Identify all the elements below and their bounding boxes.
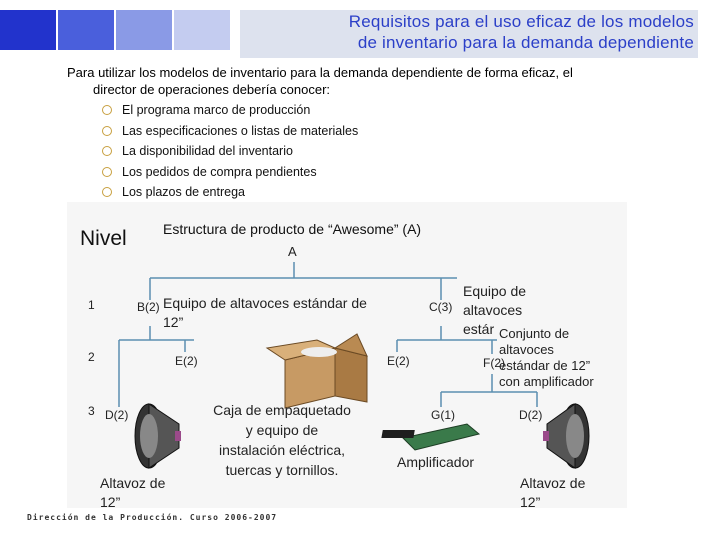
b-description-line: 12” <box>163 314 184 330</box>
bullet-marker-icon <box>102 125 112 136</box>
list-item: Los pedidos de compra pendientes <box>102 162 358 183</box>
header-square-4 <box>174 10 230 50</box>
header-square-2 <box>58 10 114 50</box>
list-item-text: El programa marco de producción <box>122 103 311 117</box>
node-d-left: D(2) <box>105 408 129 422</box>
f-description-line: estándar de 12” <box>499 358 591 373</box>
figure-title: Estructura de producto de “Awesome” (A) <box>163 221 422 237</box>
speaker-right-label-line: Altavoz de <box>520 475 586 491</box>
node-a: A <box>288 244 297 259</box>
f-description-line: con amplificador <box>499 374 594 389</box>
list-item-text: Las especificaciones o listas de materia… <box>122 123 359 138</box>
speaker-left-label: Altavoz de 12” <box>100 474 165 512</box>
title-bar <box>240 10 698 58</box>
tree-lines <box>118 262 590 469</box>
intro-line-2: director de operaciones debería conocer: <box>93 82 331 97</box>
b-description: Equipo de altavoces estándar de 12” <box>163 294 367 332</box>
header-square-3 <box>116 10 172 50</box>
product-structure-figure: Nivel Estructura de producto de “Awesome… <box>67 202 627 510</box>
f-description-line: Conjunto de <box>499 326 570 341</box>
c-description-line: Equipo de <box>463 283 527 299</box>
list-item: Las especificaciones o listas de materia… <box>102 121 358 142</box>
f-description-line: altavoces <box>499 342 554 357</box>
speaker-left-label-line: 12” <box>100 494 121 510</box>
level-1: 1 <box>88 298 95 312</box>
bullet-marker-icon <box>102 166 112 177</box>
node-c: C(3) <box>429 300 453 314</box>
speaker-left-label-line: Altavoz de <box>100 475 166 491</box>
nivel-label: Nivel <box>80 227 127 250</box>
list-item: El programa marco de producción <box>102 100 358 121</box>
list-item-text: Los pedidos de compra pendientes <box>122 164 317 179</box>
node-b: B(2) <box>137 300 160 314</box>
c-description-line: altavoces <box>463 302 523 318</box>
list-item-text: La disponibilidad del inventario <box>122 144 293 158</box>
speaker-right-label-line: 12” <box>520 494 541 510</box>
list-item-text: Los plazos de entrega <box>122 185 246 199</box>
bullet-list: El programa marco de producción Las espe… <box>102 100 358 203</box>
level-2: 2 <box>88 350 95 364</box>
bullet-marker-icon <box>102 187 112 197</box>
intro-line-1: Para utilizar los modelos de inventario … <box>67 65 573 80</box>
c-description-line: estár <box>463 321 495 337</box>
box-description: Caja de empaquetado y equipo de instalac… <box>207 400 357 480</box>
bullet-marker-icon <box>102 105 112 115</box>
box-illustration <box>265 333 368 409</box>
slide-title: Requisitos para el uso eficaz de los mod… <box>349 11 694 53</box>
node-g: G(1) <box>431 408 455 422</box>
intro-text: Para utilizar los modelos de inventario … <box>67 64 667 98</box>
speaker-right-label: Altavoz de 12” <box>520 474 585 512</box>
node-e-left: E(2) <box>175 354 198 368</box>
speaker-left-illustration <box>134 403 181 469</box>
f-description: Conjunto de altavoces estándar de 12” co… <box>499 326 594 390</box>
speaker-right-illustration <box>543 403 590 469</box>
amplifier-illustration <box>381 423 481 451</box>
node-d-right: D(2) <box>519 408 543 422</box>
footer: Dirección de la Producción. Curso 2006-2… <box>27 513 278 522</box>
box-description-line: instalación eléctrica, <box>218 442 346 458</box>
list-item: La disponibilidad del inventario <box>102 141 358 162</box>
title-line-2: de inventario para la demanda dependient… <box>357 33 694 52</box>
box-description-line: Caja de empaquetado <box>213 402 351 418</box>
header-square-1 <box>0 10 56 50</box>
level-3: 3 <box>88 404 95 418</box>
bullet-marker-icon <box>102 146 112 156</box>
amplifier-label: Amplificador <box>397 454 475 470</box>
title-line-1: Requisitos para el uso eficaz de los mod… <box>348 12 694 31</box>
box-description-line: tuercas y tornillos. <box>225 462 339 478</box>
node-f: F(2) <box>483 356 505 370</box>
list-item: Los plazos de entrega <box>102 182 358 203</box>
b-description-line: Equipo de altavoces estándar de <box>163 295 367 311</box>
c-description: Equipo de altavoces estár <box>463 282 526 339</box>
node-e-right: E(2) <box>387 354 410 368</box>
box-description-line: y equipo de <box>245 422 319 438</box>
